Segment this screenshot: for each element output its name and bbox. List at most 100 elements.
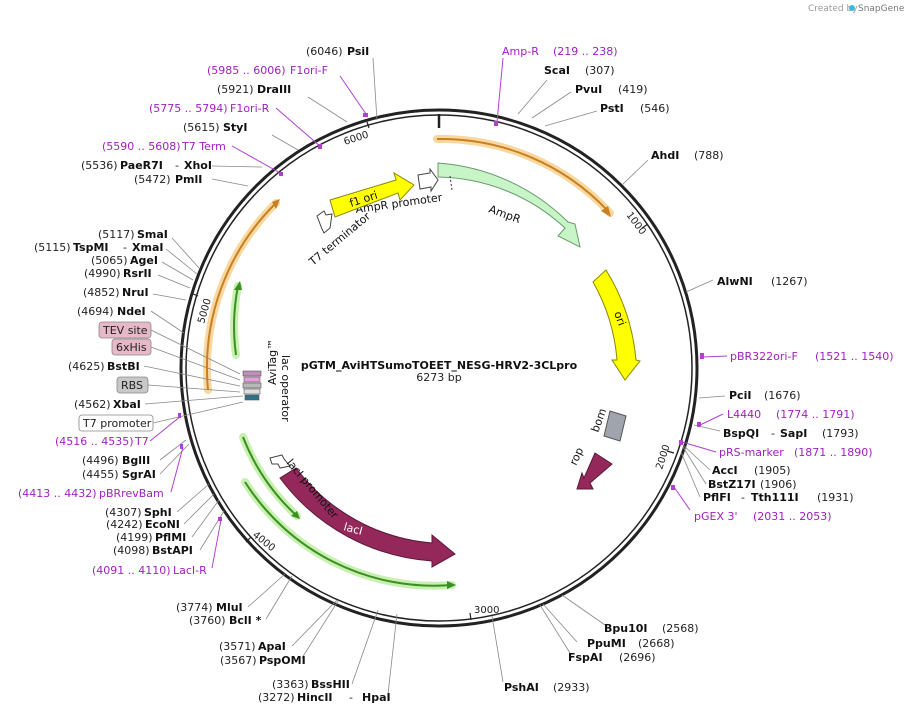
enzyme-apai-name: ApaI [258,640,286,653]
enzyme-xhoi-name: XhoI [184,159,212,172]
enzyme-ahdi-pos: (788) [694,149,724,162]
enzyme-agei-name: AgeI [130,254,158,267]
enzyme-xbai-pos: (4562) [74,398,111,411]
enzyme-psti-pos: (546) [640,102,670,115]
enzyme-pflfi-sep: - [741,491,745,504]
enzyme-paer7i-pos: (5536) [81,159,118,172]
enzyme-bstapi-pos: (4098) [113,544,150,557]
enzyme-ndei-name: NdeI [117,305,146,318]
enzyme-pvui-pos: (419) [618,83,648,96]
enzyme-fspai-name: FspAI [568,651,603,664]
primer-pbr322-range: (1521 .. 1540) [815,350,894,363]
primer-t7term-name: T7 Term [181,140,226,153]
enzyme-bstz17i-name: BstZ17I [708,478,756,491]
enzyme-scai-name: ScaI [544,64,570,77]
feature-laci [279,467,456,568]
enzyme-styi-pos: (5615) [183,121,220,134]
tick-4000 [245,536,252,543]
enzyme-fspai-pos: (2696) [619,651,656,664]
svg-text:T7 promoter: T7 promoter [82,417,152,430]
enzyme-draiii-pos: (5921) [217,83,254,96]
enzyme-alwni-name: AlwNI [717,275,753,288]
feature-laci-promoter [269,454,291,469]
enzyme-leaders [143,57,726,695]
primer-f1orif-name: F1ori-F [290,64,328,77]
enzyme-bglii-name: BglII [122,454,150,467]
enzyme-econi-name: EcoNI [145,518,180,531]
enzyme-pmli-pos: (5472) [134,173,171,186]
insert-cluster [242,370,262,401]
box-tev-site: TEV site [98,321,152,339]
enzyme-tspmi-name: TspMI [73,241,109,254]
enzyme-pvui-name: PvuI [575,83,602,96]
enzyme-paer7i-sep: - [175,159,179,172]
primer-f1orir-name: F1ori-R [230,102,270,115]
enzyme-xbai-name: XbaI [113,398,141,411]
enzyme-pmli-name: PmlI [175,173,202,186]
tick-3000 [469,612,472,621]
enzyme-pflmi-name: PflMI [155,531,186,544]
feature-f1-ori [329,171,415,218]
label-lac-operator: lac operator [279,355,292,422]
primer-l4440-range: (1774 .. 1791) [776,408,855,421]
feature-rop [576,452,613,490]
primer-f1orir-range: (5775 .. 5794) [149,102,228,115]
primer-pgex-range: (2031 .. 2053) [753,510,832,523]
enzyme-sgrai-pos: (4455) [82,468,119,481]
feature-ori [592,269,641,381]
tick-1000 [641,223,649,229]
enzyme-econi-pos: (4242) [106,518,143,531]
tick-marks [190,121,675,621]
primer-pbrrev-name: pBRrevBam [99,487,164,500]
enzyme-smai-name: SmaI [137,228,168,241]
enzyme-bstz17i-pos: (1906) [760,478,797,491]
enzyme-bsshii-pos: (3363) [272,678,309,691]
enzyme-apai-pos: (3571) [219,640,256,653]
tick-label-3000: 3000 [474,605,499,616]
enzyme-agei-pos: (5065) [91,254,128,267]
feature-t7-terminator [316,210,333,234]
enzyme-bcli-pos: (3760) [189,614,226,627]
snapgene-logo-icon [849,5,855,11]
tick-6000 [366,121,370,129]
watermark-text: Created by [808,4,858,14]
enzyme-rsrii-name: RsrII [123,267,152,280]
orf-orange-left [202,199,280,394]
svg-text:TEV site: TEV site [102,324,148,337]
primer-t7-range: (4516 .. 4535) [55,435,134,448]
enzyme-srui-pos: (4852) [83,286,120,299]
box-6xhis: 6xHis [111,338,152,356]
enzyme-pshai-pos: (2933) [553,681,590,694]
enzyme-bstbi-name: BstBI [107,360,140,373]
primer-pbrrev-range: (4413 .. 4432) [18,487,97,500]
svg-text:RBS: RBS [121,379,143,392]
enzyme-sphi-name: SphI [144,506,172,519]
label-ori: ori [611,310,628,328]
enzyme-hincii-sep: - [349,691,353,704]
enzyme-pflfi-name: PflFI [703,491,731,504]
tick-label-1000: 1000 [624,210,648,237]
enzyme-tspmi-pos: (5115) [34,241,71,254]
enzyme-draiii-name: DraIII [257,83,291,96]
feature-ampr-promoter [417,167,439,193]
orf-green-bottom [239,433,456,590]
primer-ampr-name: Amp-R [502,45,539,58]
enzyme-scai-pos: (307) [585,64,615,77]
label-rop: rop [567,445,586,467]
enzyme-styi-name: StyI [223,121,247,134]
label-laci: lacI [342,520,364,537]
label-t7-terminator: T7 terminator [306,209,373,269]
enzyme-ppumi-pos: (2668) [638,637,675,650]
enzyme-bspqi-pos: (1793) [822,427,859,440]
enzyme-smai-pos: (5117) [98,228,135,241]
primer-pgex-name: pGEX 3' [694,510,738,523]
enzyme-pspomi-name: PspOMI [259,654,306,667]
enzyme-bstapi-name: BstAPI [152,544,193,557]
primer-ampr-range: (219 .. 238) [553,45,618,58]
plasmid-name: pGTM_AviHTSumoTOEET_NESG-HRV2-3CLpro [301,359,578,372]
tick-5000 [190,292,199,297]
primer-prs-range: (1871 .. 1890) [794,446,873,459]
label-avitag: AviTag™ [266,339,279,385]
backbone [179,108,699,628]
